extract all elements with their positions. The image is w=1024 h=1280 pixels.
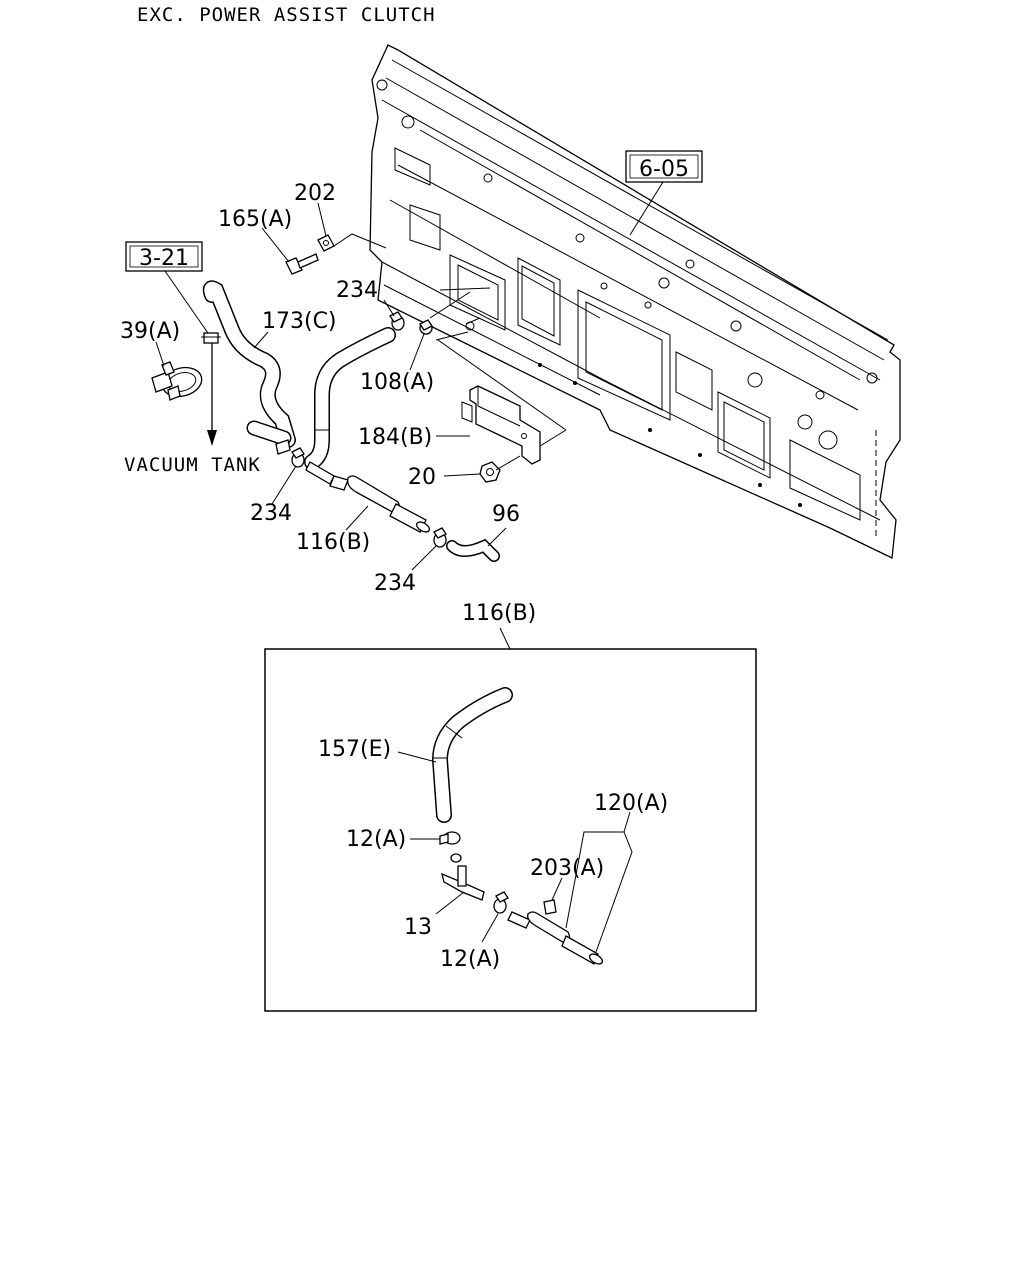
label-184b: 184(B) [358,425,432,450]
part-165a-bolt [285,253,319,275]
label-173c: 173(C) [262,309,337,334]
label-234-top: 234 [336,278,378,303]
dash-panel [369,44,901,559]
part-116b-valve [305,461,431,533]
main-vacuum-hose [304,327,396,470]
ref-box-6-05[interactable]: 6-05 [625,150,703,183]
part-96-hose [446,538,500,562]
part-39a-clip [151,361,203,401]
diagram-title: EXC. POWER ASSIST CLUTCH [137,4,436,26]
part-184b-bracket [435,331,567,465]
detail-title: 116(B) [462,601,536,626]
label-202: 202 [294,181,336,206]
ref-3-21-label: 3-21 [139,246,189,271]
detail-box [264,648,757,1012]
label-39a: 39(A) [120,319,180,344]
label-157e: 157(E) [318,737,391,762]
part-234-clamp-upper [389,311,405,331]
arrow-down-icon [207,430,217,446]
label-12a-top: 12(A) [346,827,406,852]
part-12a-clamp-upper [439,831,462,863]
ref-box-3-21[interactable]: 3-21 [125,241,203,272]
part-234-clamp-left [291,447,305,468]
label-20: 20 [408,465,436,490]
label-116b: 116(B) [296,530,370,555]
part-157e-hose [431,687,513,823]
label-108a: 108(A) [360,370,434,395]
vacuum-connector [201,332,221,344]
part-12a-clamp-lower [493,891,509,914]
ref-6-05-label: 6-05 [639,157,689,182]
label-13: 13 [404,915,432,940]
label-96: 96 [492,502,520,527]
part-203a-cap [543,899,557,915]
part-173c-hose [202,280,296,455]
label-165a: 165(A) [218,207,292,232]
part-234-clamp-bottom [433,527,447,548]
label-203a: 203(A) [530,856,604,881]
part-20-nut [479,455,521,483]
part-202-washer [317,234,335,252]
label-120a: 120(A) [594,791,668,816]
label-234-left: 234 [250,501,292,526]
label-12a-bottom: 12(A) [440,947,500,972]
part-120a-valve [507,911,604,965]
part-13-tee [441,865,485,901]
label-234-bottom: 234 [374,571,416,596]
part-108a-nut [419,319,433,335]
label-vacuum-tank: VACUUM TANK [124,454,261,476]
